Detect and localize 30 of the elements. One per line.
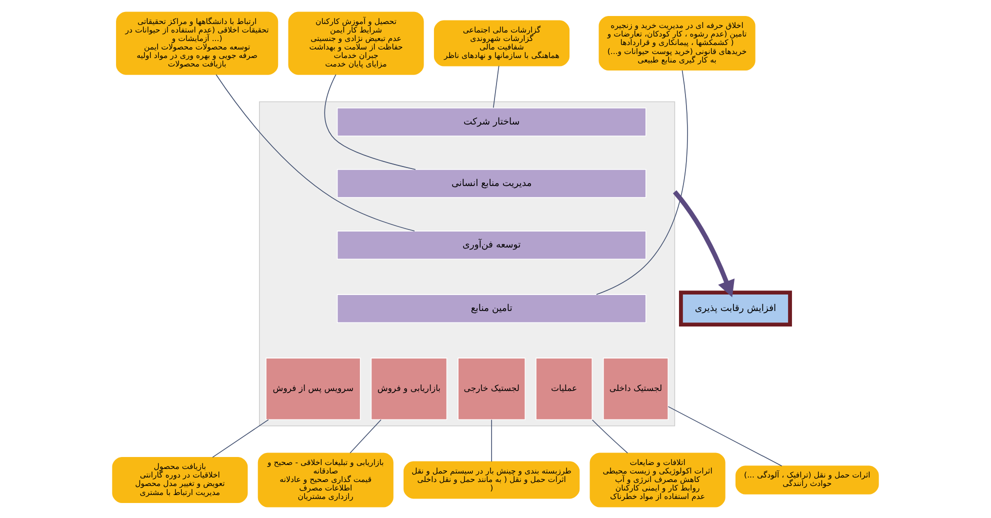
connector (492, 65, 500, 108)
connector (491, 418, 492, 462)
connector (350, 418, 382, 453)
cluster (259, 100, 676, 426)
node-box: ارتباط با دانشگاهها و مراکز تحقیقاتی تحقیقات اخلاقی (عدم استفاده از حیوانات در آزمایشات و ...) توسعه محصولات محصولات ایمن صرفه جویی و بهره وری در مواد اولیه بازیافت محصولات (116, 11, 278, 74)
connector (216, 74, 415, 231)
node-box: افزایش رقابت پذیری (679, 290, 792, 326)
node-box: اخلاق حرفه ای در مدیریت خرید و زنجیره تامین (عدم رشوه ، کار کودکان، تعارضات و کشمکشها ، پیمانکاری و قراردادها ) خریدهای قانونی (خرید پوست حیوانات و...) به کار گیری منابع طبیعی (598, 16, 756, 70)
node-box: گزارشات مالی اجتماعی گزارشات شهروندی شفافیت مالی هماهنگی با سازمانها و نهادهای ناظر (434, 20, 570, 66)
node-box: بازیافت محصول اخلاقیات در دوره گارانتی تعویض و تغییر مدل محصول مدیریت ارتباط با مشتری (112, 456, 248, 502)
connector (592, 418, 628, 453)
node-box: توسعه فن‌آوری (336, 230, 646, 259)
node-box: تحصیل و آموزش کارکنان شرایط کار ایمن عدم تبعیض نژادی و جنسیتی حفاظت از سلامت و بهداشت جبران خدمات مزایای پایان خدمت (288, 11, 424, 74)
node-box: اتلافات و ضایعات اثرات اکولوژیکی و زیست محیطی کاهش مصرف انرژی و آب روابط کار و ایمنی کارکنان عدم استفاده از مواد خطرناک (590, 452, 726, 507)
node-box: لجستیک خارجی (458, 357, 526, 420)
node-box: طرزبسته بندی و چینش بار در سیستم حمل و نقل اثرات حمل و نقل ( به مانند حمل و نقل داخلی ) (404, 460, 580, 498)
node-box: سرویس پس از فروش (266, 357, 361, 420)
connector (324, 74, 416, 170)
node-box: مدیریت منابع انسانی (336, 168, 646, 198)
arrow (672, 190, 735, 297)
node-box: اثرات حمل و نقل (ترافیک ، آلودگی ...) حوادث رانندگی (735, 465, 879, 494)
node-box: تامین منابع (336, 294, 646, 322)
connector (596, 70, 688, 294)
connector (668, 406, 782, 466)
connector (212, 418, 269, 458)
node-box: بازاریابی و فروش (370, 357, 448, 420)
node-box: بازاریابی و تبلیغات اخلاقی - صحیح و صادقانه قیمت گذاری صحیح و عادلانه اطلاعات مصرف رازداری مشتریان (258, 452, 394, 507)
node-box: لجستیک داخلی (603, 357, 668, 420)
node-box: عملیات (536, 357, 592, 420)
node-box: ساختار شرکت (336, 107, 646, 136)
